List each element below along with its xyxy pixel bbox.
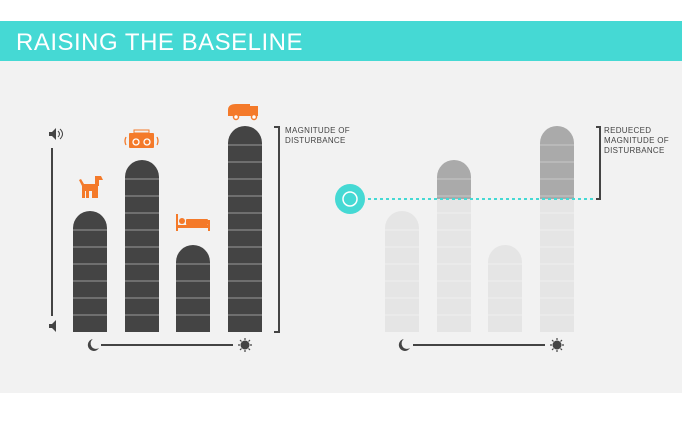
moon-icon — [398, 339, 410, 351]
faded-bar — [385, 211, 419, 332]
sun-icon — [238, 338, 252, 352]
garbage-truck-icon — [228, 104, 258, 121]
bar-boombox — [125, 160, 159, 332]
reduced-label-line2: MAGNITUDE OF — [604, 136, 669, 145]
page-title: RAISING THE BASELINE — [16, 29, 303, 56]
reduced-label-line3: DISTURBANCE — [604, 146, 665, 155]
faded-bar — [488, 245, 522, 332]
faded-bar — [540, 126, 574, 332]
dog-icon — [79, 176, 103, 198]
magnitude-label-line1: MAGNITUDE OF — [285, 126, 350, 135]
bar-garbage-truck — [228, 126, 262, 332]
speaker-loud-icon — [49, 128, 63, 140]
reduced-label-line1: REDUECED — [604, 126, 651, 135]
bar-dog-barking — [73, 211, 107, 332]
reduced-magnitude-bracket — [596, 126, 601, 200]
sun-icon — [550, 338, 564, 352]
faded-bar — [437, 160, 471, 332]
boombox-icon — [124, 129, 159, 148]
magnitude-label-line2: DISTURBANCE — [285, 136, 346, 145]
bar-sleeping-person — [176, 245, 210, 332]
baseline-marker-icon — [335, 184, 365, 214]
moon-icon — [87, 339, 99, 351]
header-banner: RAISING THE BASELINE — [0, 21, 682, 61]
magnitude-bracket — [274, 126, 280, 333]
bed-icon — [176, 214, 210, 231]
speaker-quiet-icon — [49, 320, 56, 332]
